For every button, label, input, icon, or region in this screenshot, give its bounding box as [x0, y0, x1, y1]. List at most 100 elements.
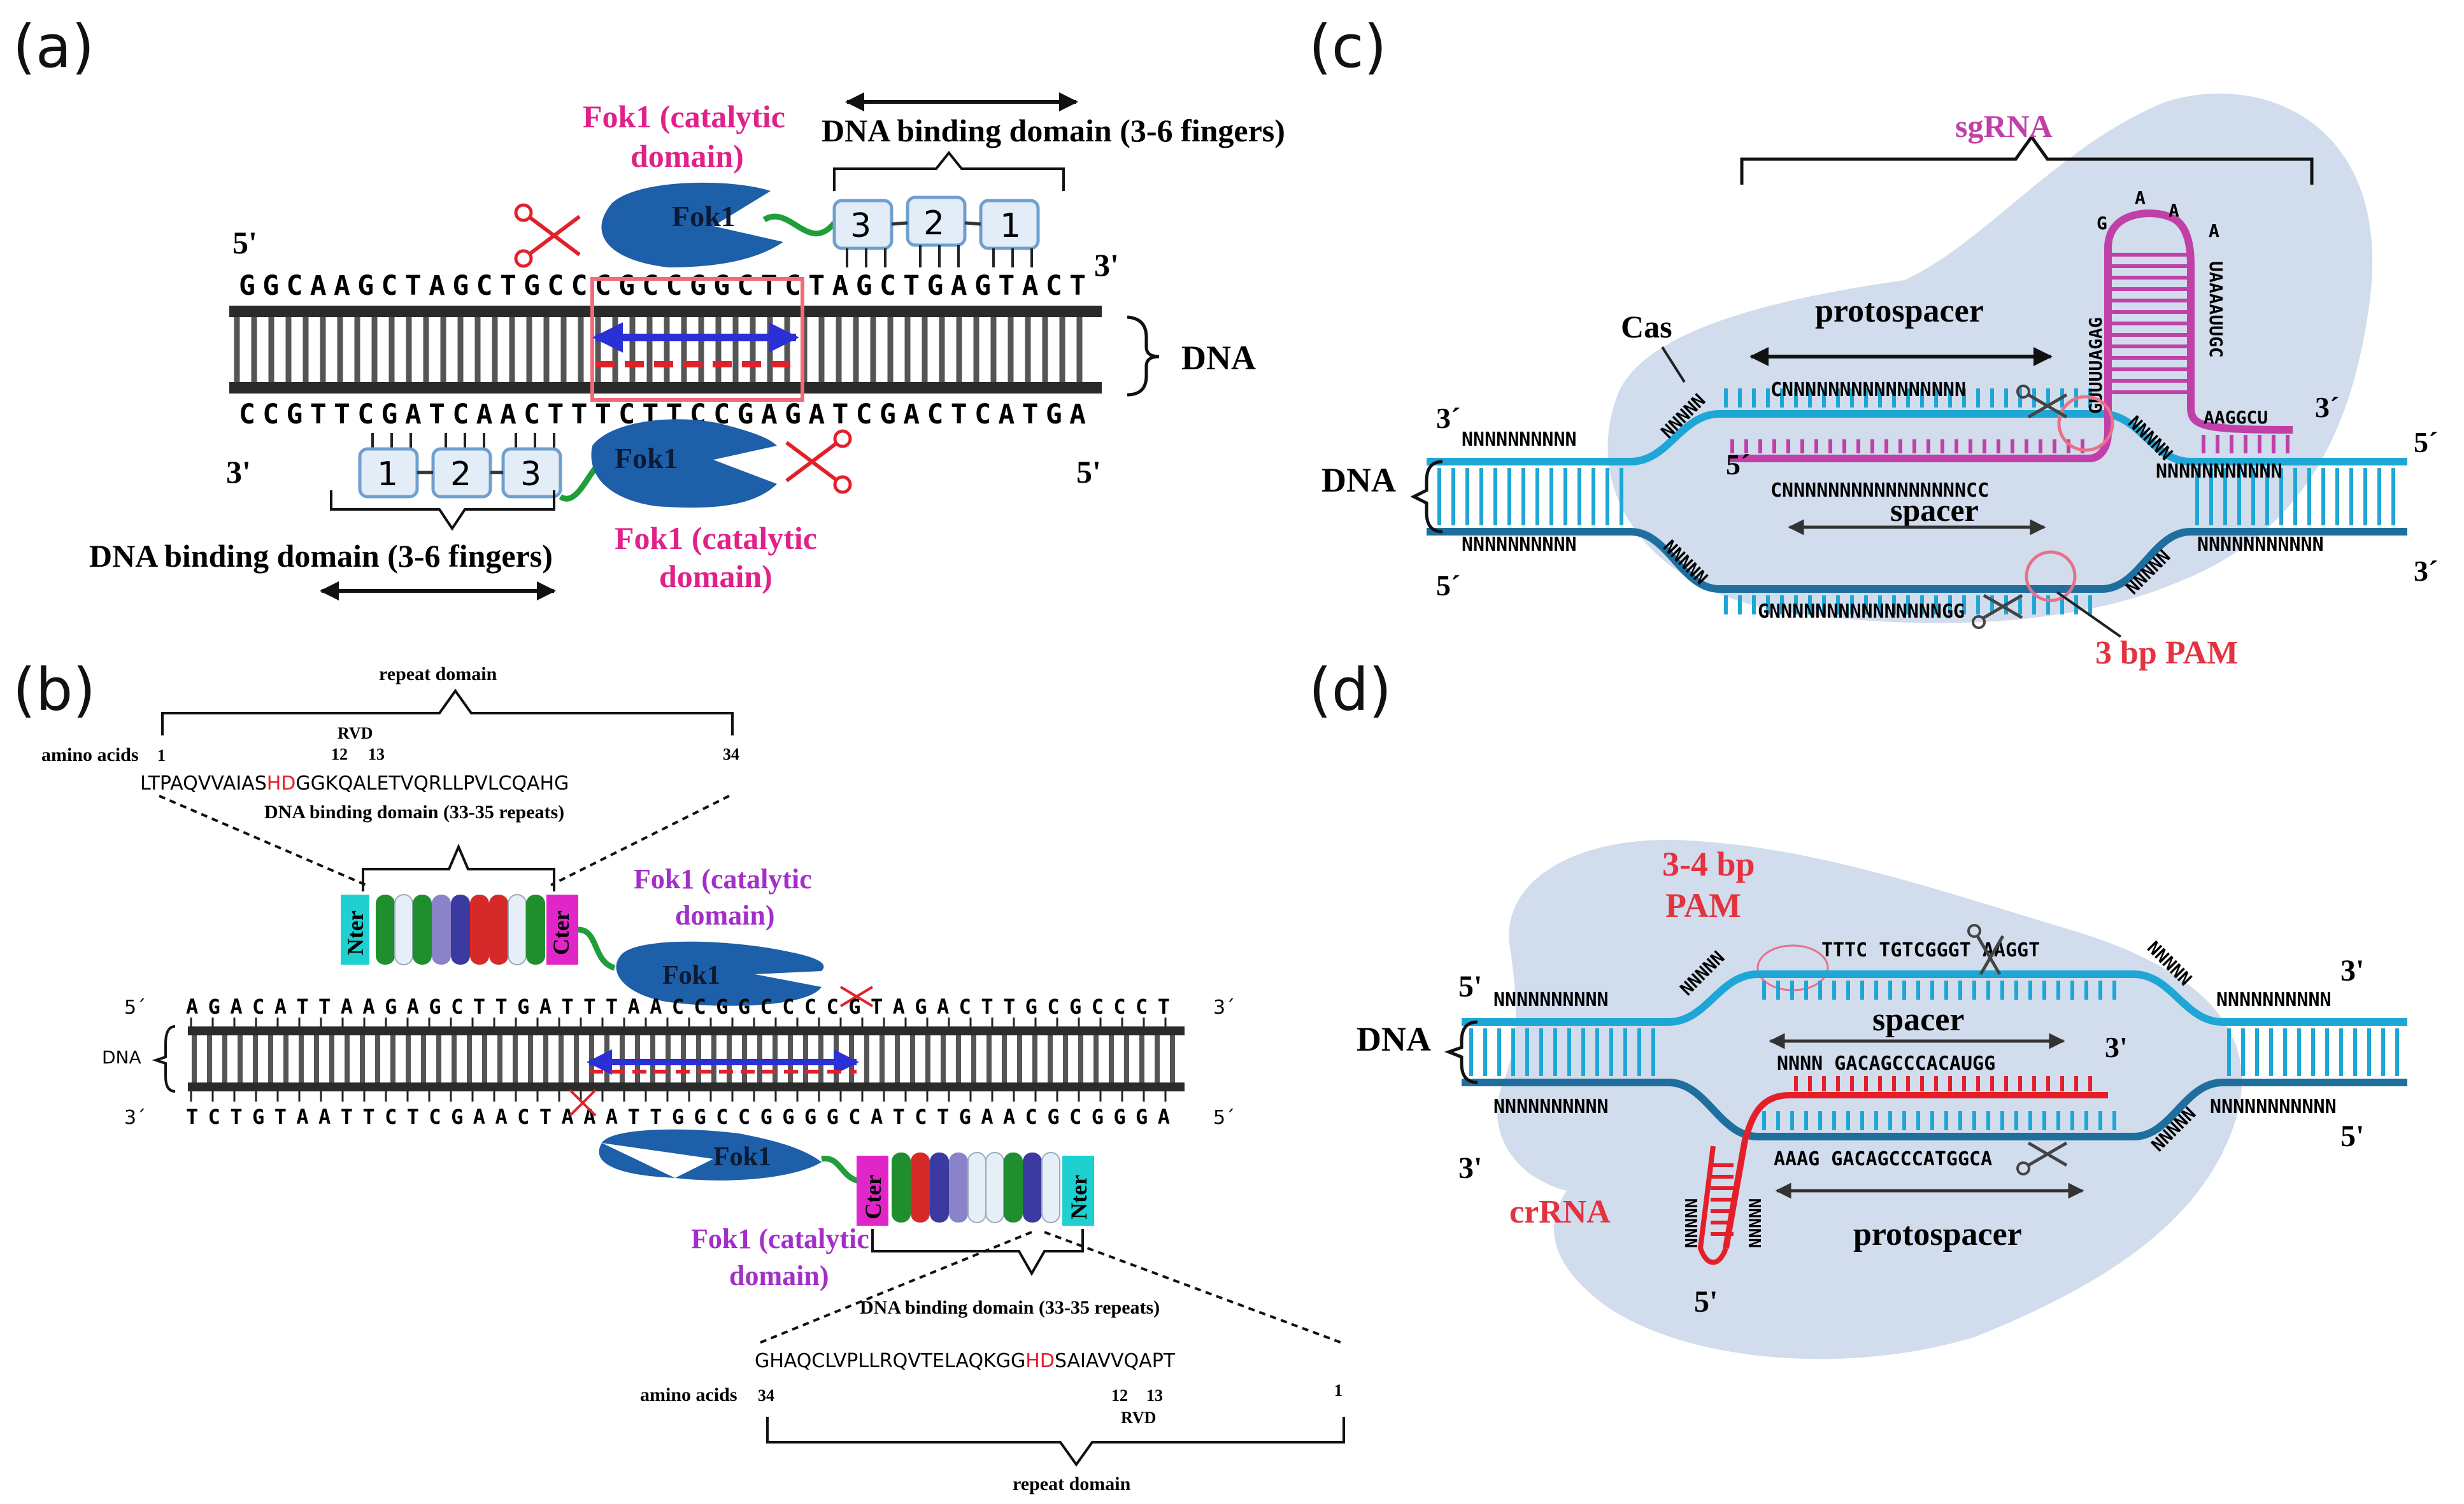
a-seq-top: GGCAAGCTAGCTGCCCGCCGGCTCTAGCTGAGTACT — [239, 270, 1086, 302]
protospacer-d-label: protospacer — [1853, 1216, 2022, 1252]
amino-acids-top-label: amino acids — [41, 744, 139, 765]
fok1-b-top-shape — [616, 941, 824, 1006]
d-three-prime-tr: 3' — [2340, 954, 2364, 988]
c-loop-top-g: G — [2097, 213, 2107, 234]
pam-c-label: 3 bp PAM — [2095, 635, 2238, 671]
d-five-prime-tl: 5' — [1458, 970, 1482, 1004]
fok1-b-top-label-line1: Fok1 (catalytic — [634, 863, 812, 895]
cas-pointer — [1661, 346, 1686, 383]
a-three-prime-top: 3' — [1094, 247, 1119, 283]
cas12-protein-blob — [1497, 840, 2242, 1359]
c-three-prime-tl: 3´ — [1436, 402, 1460, 434]
zoom-line-top-left — [159, 795, 367, 886]
d-seq-right-bottom: NNNNNNNNNNN — [2210, 1096, 2337, 1118]
sgrna-strand — [1729, 209, 2293, 462]
cut-site-circle-top — [2057, 395, 2114, 452]
scissors-icon — [514, 203, 581, 268]
nter-bottom: Nter — [1066, 1175, 1092, 1219]
dna-ladder-a — [229, 306, 1102, 394]
scissors-icon — [785, 429, 852, 494]
finger-top-1: 1 — [1000, 207, 1021, 245]
aa-num-1: 1 — [157, 746, 166, 765]
sgrna-label: sgRNA — [1955, 108, 2053, 144]
scissors-icon — [569, 1089, 597, 1117]
b-dna-label: DNA — [102, 1047, 141, 1068]
panel-c-letter: (c) — [1309, 13, 1386, 81]
panel-b-letter: (b) — [13, 656, 96, 724]
scissors-icon — [2016, 385, 2068, 419]
d-five-prime-rna: 5' — [1694, 1285, 1718, 1319]
fok1-b-bottom-label-line1: Fok1 (catalytic — [691, 1223, 869, 1254]
c-seq-right-top: NNNNNNNNNNN — [2156, 460, 2282, 483]
d-nnnnn-4: NNNNN — [1683, 1198, 1702, 1248]
dbd-bottom-brace — [330, 490, 555, 531]
panel-a: (a) Fok1 (catalytic domain) DNA binding … — [13, 13, 1285, 600]
cut-site-circle-bottom — [2025, 550, 2077, 602]
tale-linker-bottom — [821, 1156, 861, 1184]
dbd-top-brace — [833, 150, 1065, 191]
dbd-repeats-bottom-label: DNA binding domain (33-35 repeats) — [860, 1297, 1160, 1318]
aa-num-12-bottom: 12 — [1111, 1386, 1128, 1405]
finger-bottom-1: 1 — [377, 455, 398, 493]
d-seq-bottom-strand: AAAG GACAGCCCATGGCA — [1774, 1148, 1992, 1170]
repeat-domain-bottom-label: repeat domain — [1013, 1473, 1131, 1494]
repeat-domain-top-brace — [161, 688, 734, 735]
fok1-top-text: Fok1 — [672, 200, 736, 232]
fok1-top-label-line1: Fok1 (catalytic — [583, 99, 785, 134]
spacer-c-label: spacer — [1890, 492, 1979, 528]
dna-brace-b — [152, 1025, 176, 1093]
scissors-icon — [1967, 924, 2005, 975]
dna-brace-a — [1127, 315, 1160, 397]
fok1-b-bottom-shape — [602, 1129, 822, 1181]
tale-linker-top — [578, 926, 616, 971]
amino-acids-bottom-label: amino acids — [640, 1384, 737, 1405]
fok1-bottom-label-line2: domain) — [659, 558, 773, 594]
dbd-repeats-top-label: DNA binding domain (33-35 repeats) — [264, 802, 564, 823]
repeat-domain-bottom-brace — [766, 1417, 1345, 1467]
fok1-b-bottom-label-line2: domain) — [729, 1260, 829, 1291]
fok1-bottom-text: Fok1 — [615, 442, 678, 474]
finger-top-3: 3 — [850, 207, 871, 245]
fok1-b-bottom-jaw — [599, 1143, 675, 1178]
pam-d-line1: 3-4 bp — [1662, 845, 1755, 883]
aa-num-12: 12 — [331, 745, 348, 763]
aa-num-34: 34 — [723, 745, 739, 763]
c-loop-right: UAAAAUUGC — [2205, 261, 2226, 358]
finger-bottom-3: 3 — [520, 455, 541, 493]
c-seq-spacer: CNNNNNNNNNNNNNNNNCC — [1770, 479, 1989, 502]
c-three-prime-rna: 3´ — [2315, 391, 2339, 423]
dna-brace-c — [1410, 460, 1443, 534]
aa-num-1-bottom: 1 — [1334, 1381, 1342, 1400]
c-loop-top-a2: A — [2168, 200, 2179, 221]
fok1-bottom-label-line1: Fok1 (catalytic — [615, 520, 817, 556]
c-seq-left-bottom: NNNNNNNNNN — [1462, 534, 1577, 556]
fok1-b-bottom-text: Fok1 — [713, 1142, 771, 1172]
fok1-b-top-text: Fok1 — [662, 961, 720, 990]
d-dna-label: DNA — [1357, 1020, 1431, 1058]
tale-array-top: Nter Cter — [341, 894, 578, 965]
scissors-icon — [2016, 1141, 2068, 1175]
linker-top — [762, 213, 837, 237]
d-three-prime-rna: 3' — [2105, 1031, 2128, 1063]
rvd-bottom-label: RVD — [1121, 1408, 1156, 1427]
a-three-prime-bottom: 3' — [226, 454, 251, 490]
fok1-bottom-shape — [591, 419, 777, 508]
aa-num-34-bottom: 34 — [758, 1386, 774, 1405]
aa-num-13-bottom: 13 — [1146, 1386, 1163, 1405]
pam-d-line2: PAM — [1665, 886, 1741, 925]
d-seq-left-top: NNNNNNNNNN — [1493, 989, 1609, 1011]
repeat-domain-top-label: repeat domain — [379, 663, 497, 685]
d-seq-left-bottom: NNNNNNNNNN — [1493, 1096, 1609, 1118]
d-seq-right-top: NNNNNNNNNN — [2216, 989, 2332, 1011]
aa-seq-bottom: GHAQCLVPLLRQVTELAQKGGHDSAIAVVQAPT — [755, 1350, 1176, 1372]
cter-bottom: Cter — [860, 1175, 886, 1219]
c-seq-right-bottom: NNNNNNNNNNN — [2197, 534, 2324, 556]
a-dna-label: DNA — [1181, 339, 1256, 377]
sgrna-brace — [1740, 134, 2314, 185]
c-aggcu: AAGGCU — [2204, 407, 2268, 428]
rvd-top-label: RVD — [338, 724, 373, 742]
dbd-top-label: DNA binding domain (3-6 fingers) — [822, 113, 1285, 148]
tale-bottom-brace — [871, 1229, 1084, 1277]
a-five-prime-top: 5' — [232, 225, 257, 260]
